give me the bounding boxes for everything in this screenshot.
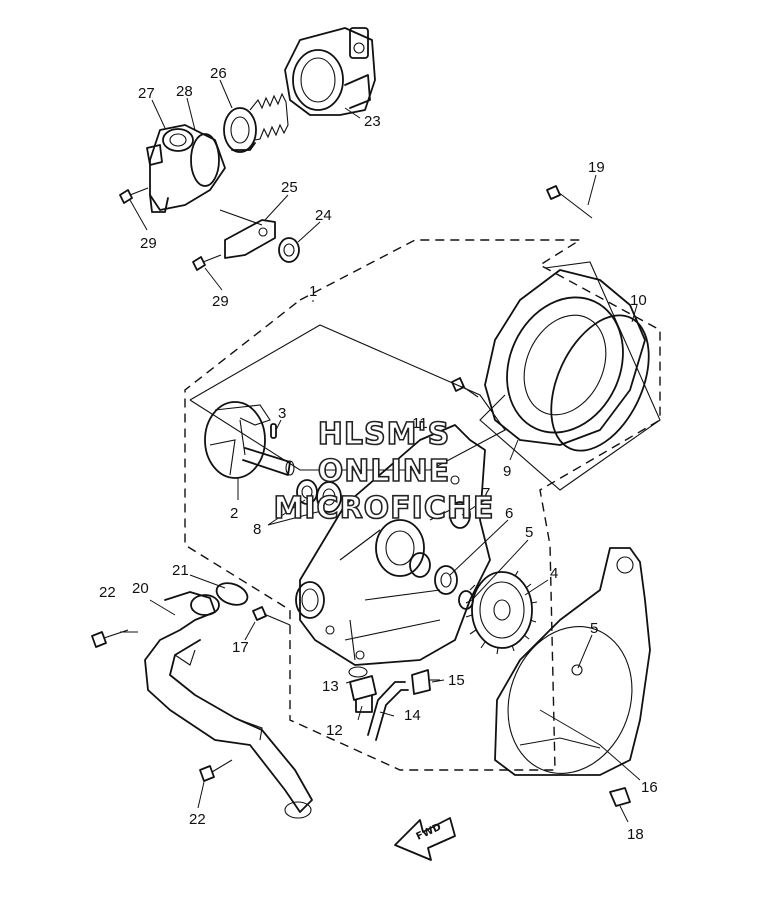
bolt-17 (252, 606, 291, 626)
callout-13: 13 (322, 678, 339, 695)
bolt-29-lower (192, 254, 222, 271)
callout-27: 27 (138, 85, 155, 102)
callout-2: 2 (230, 505, 238, 522)
water-pipe (144, 591, 313, 819)
bolt-22-lower (199, 759, 233, 782)
drain-bolt (349, 675, 377, 713)
callout-4: 4 (550, 565, 558, 582)
callout-24: 24 (315, 207, 332, 224)
callout-29b: 29 (212, 293, 229, 310)
callout-19: 19 (588, 159, 605, 176)
o-ring (550, 314, 650, 452)
gear (465, 570, 538, 655)
fwd-label: FWD (415, 822, 443, 843)
callout-6: 6 (505, 505, 513, 522)
callout-12: 12 (326, 722, 343, 739)
callout-28: 28 (176, 83, 193, 100)
thermostat-cover (146, 124, 226, 213)
callout-labels: 1 2 3 4 5 5 6 7 8 9 10 11 12 13 14 15 16… (99, 65, 658, 843)
bolt-29-upper (119, 187, 149, 204)
thermostat-housing (284, 27, 376, 116)
grommet (278, 237, 300, 263)
bracket (219, 209, 276, 259)
pin (270, 423, 277, 439)
impeller (204, 401, 295, 479)
leader-lines (120, 79, 641, 823)
thermostat (223, 92, 289, 153)
callout-29a: 29 (140, 235, 157, 252)
bolt-19 (546, 185, 593, 219)
callout-5a: 5 (525, 524, 533, 541)
bolt-22-upper (91, 629, 129, 648)
dowel (609, 787, 631, 807)
washer-5 (458, 590, 474, 610)
callout-8: 8 (253, 521, 261, 538)
watermark-line-2: ONLINE (318, 454, 451, 489)
callout-10: 10 (630, 292, 647, 309)
bearing-6 (434, 565, 458, 595)
inner-boundary (189, 324, 506, 471)
watermark: HLSM'S ONLINE MICROFICHE (273, 416, 495, 527)
outer-cover (484, 269, 646, 446)
fwd-arrow: FWD (394, 817, 456, 861)
cover-group-outline (479, 261, 661, 491)
callout-21: 21 (172, 562, 189, 579)
callout-1: 1 (309, 283, 317, 300)
hose (367, 681, 409, 741)
callout-22a: 22 (99, 584, 116, 601)
gasket (494, 547, 651, 776)
callout-23: 23 (364, 113, 381, 130)
pipe-o-ring (215, 582, 249, 606)
callout-26: 26 (210, 65, 227, 82)
callout-18: 18 (627, 826, 644, 843)
callout-17: 17 (232, 639, 249, 656)
crankcase-cover (295, 424, 491, 666)
watermark-line-3: MICROFICHE (274, 491, 495, 526)
callout-20: 20 (132, 580, 149, 597)
callout-14: 14 (404, 707, 421, 724)
fitting (411, 669, 440, 695)
callout-25: 25 (281, 179, 298, 196)
callout-11: 11 (412, 415, 428, 432)
washer-13 (348, 666, 368, 678)
callout-16: 16 (641, 779, 658, 796)
watermark-line-1: HLSM'S (318, 417, 450, 452)
callout-22b: 22 (189, 811, 206, 828)
callout-9: 9 (503, 463, 511, 480)
bearing-7 (449, 501, 471, 529)
seal-8-right (316, 481, 342, 513)
callout-15: 15 (448, 672, 465, 689)
bolt-11 (451, 377, 479, 398)
callout-7: 7 (482, 485, 490, 502)
callout-5b: 5 (590, 620, 598, 637)
callout-3: 3 (278, 405, 286, 422)
assembly-boundary (184, 239, 661, 771)
